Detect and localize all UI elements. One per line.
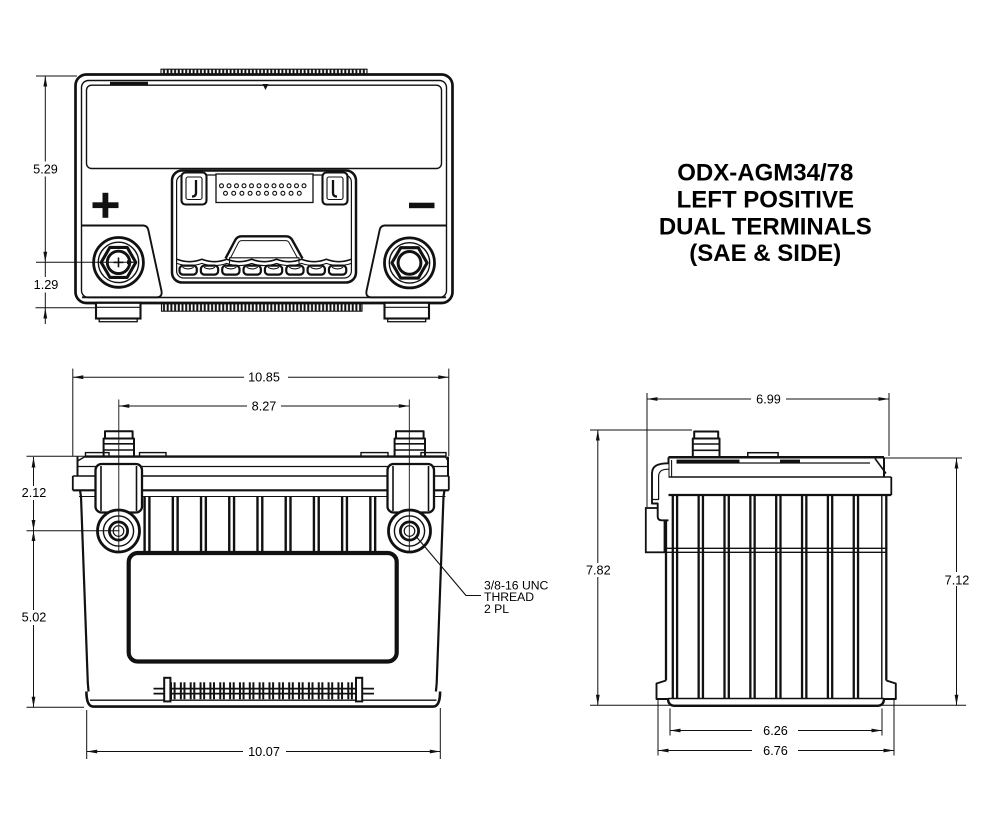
svg-text:6.76: 6.76 — [763, 744, 788, 758]
svg-text:THREAD: THREAD — [484, 590, 534, 604]
svg-text:6.99: 6.99 — [756, 392, 781, 406]
svg-text:2 PL: 2 PL — [484, 602, 509, 616]
svg-text:8.27: 8.27 — [252, 399, 277, 413]
svg-text:3/8-16 UNC: 3/8-16 UNC — [484, 579, 549, 593]
svg-text:LEFT POSITIVE: LEFT POSITIVE — [677, 186, 854, 213]
svg-text:ODX-AGM34/78: ODX-AGM34/78 — [677, 160, 853, 187]
svg-text:DUAL TERMINALS: DUAL TERMINALS — [659, 213, 872, 240]
svg-text:5.29: 5.29 — [33, 163, 58, 177]
svg-text:10.85: 10.85 — [248, 370, 280, 384]
svg-text:1.29: 1.29 — [34, 278, 59, 292]
svg-text:7.82: 7.82 — [586, 564, 611, 578]
svg-text:7.12: 7.12 — [945, 574, 970, 588]
svg-text:(SAE & SIDE): (SAE & SIDE) — [689, 240, 841, 267]
svg-text:6.26: 6.26 — [763, 724, 788, 738]
svg-text:5.02: 5.02 — [22, 611, 47, 625]
svg-text:10.07: 10.07 — [248, 745, 280, 759]
svg-text:2.12: 2.12 — [22, 486, 47, 500]
